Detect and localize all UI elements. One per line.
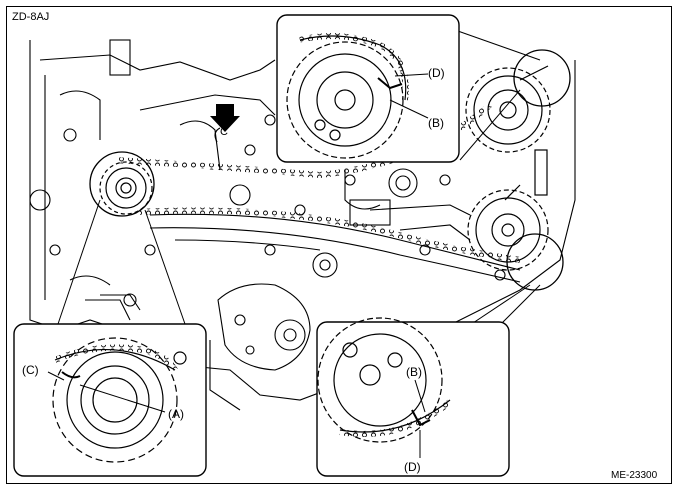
cam-sprocket-lower — [467, 184, 549, 271]
chain-guides — [149, 213, 521, 283]
callout-top-label-b: (B) — [428, 116, 444, 130]
detail-callout-bottom-right — [316, 317, 510, 477]
detail-callout-top — [276, 14, 460, 163]
oil-pump-cover — [100, 283, 311, 411]
engine-label-c: C — [220, 126, 228, 138]
figure-ref-number: ME-23300 — [611, 470, 658, 481]
callout-bottom-left-label-a: (A) — [168, 407, 184, 421]
arrow-indicator-icon — [210, 104, 240, 143]
callout-bottom-right-label-b: (B) — [406, 365, 422, 379]
callout-top-label-d: (D) — [428, 66, 445, 80]
detail-callout-bottom-left — [13, 323, 207, 477]
cam-sprocket-upper — [465, 65, 551, 196]
engine-block — [29, 39, 576, 401]
zoom-circles — [89, 49, 571, 291]
callout-bottom-right-label-d: (D) — [404, 460, 421, 474]
callout-bottom-left-label-c: (C) — [22, 363, 39, 377]
figure-id-label: ZD-8AJ — [12, 11, 50, 23]
figure-frame — [6, 6, 672, 484]
